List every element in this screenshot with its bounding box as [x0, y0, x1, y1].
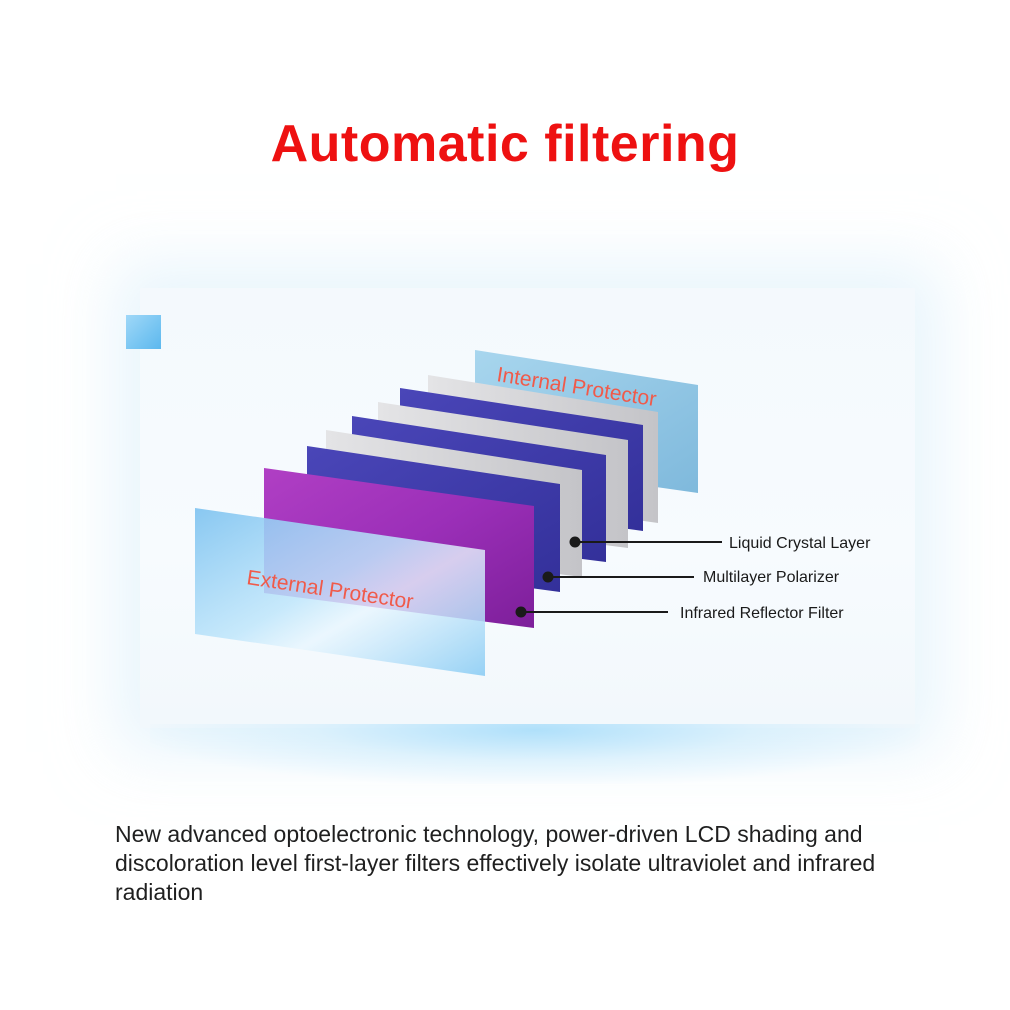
callout-label-liquid-crystal: Liquid Crystal Layer	[729, 535, 871, 552]
external-protector-layer	[195, 508, 485, 676]
page-title: Automatic filtering	[270, 115, 740, 173]
corner-square-decoration	[126, 315, 161, 349]
description-text: New advanced optoelectronic technology, …	[115, 821, 876, 905]
panel-glow	[150, 724, 920, 784]
callout-dot-polarizer	[542, 571, 554, 583]
callout-dot-liquid-crystal	[569, 536, 581, 548]
callout-label-polarizer: Multilayer Polarizer	[703, 569, 840, 586]
callout-dot-infrared	[515, 606, 527, 618]
callout-label-infrared: Infrared Reflector Filter	[680, 605, 844, 622]
